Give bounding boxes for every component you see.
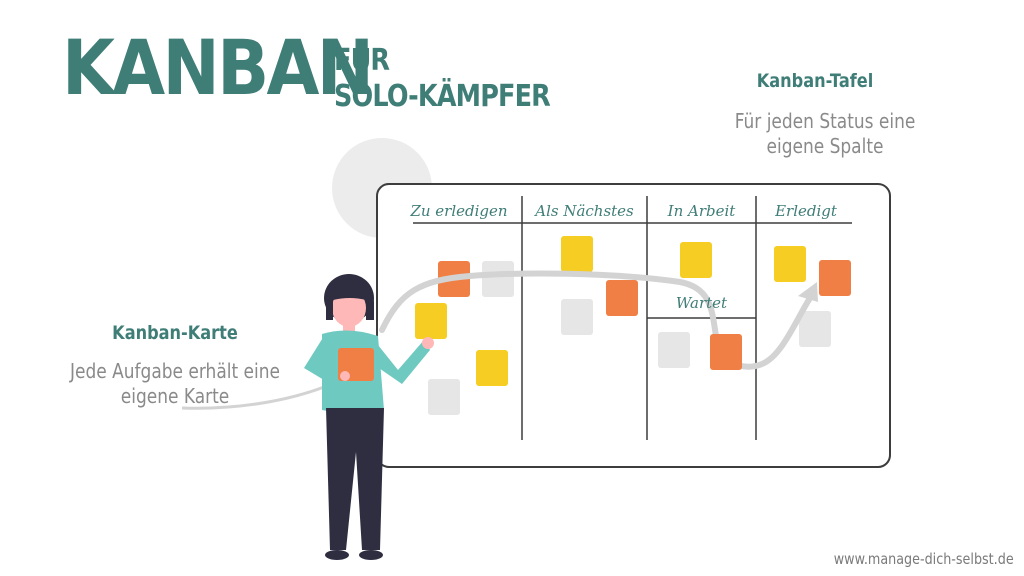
card-note-heading: Kanban-Karte (112, 322, 238, 344)
kanban-card (561, 236, 593, 272)
arrow-head-icon (798, 282, 818, 302)
kanban-card (606, 280, 638, 316)
column-label-todo: Zu erledigen (410, 202, 508, 220)
kanban-card (482, 261, 514, 297)
kanban-card (819, 260, 851, 296)
column-label-next: Als Nächstes (535, 202, 634, 220)
kanban-card (428, 379, 460, 415)
kanban-card (799, 311, 831, 347)
board-note-text-1: Für jeden Status eine (734, 109, 916, 133)
website-url: www.manage-dich-selbst.de (834, 550, 1014, 568)
card-note-text-2: eigene Karte (120, 384, 230, 408)
title-kanban: KANBAN (62, 23, 374, 112)
kanban-board (376, 183, 891, 468)
sub-label-waiting: Wartet (675, 294, 728, 312)
title-solo-kaempfer: SOLO-KÄMPFER (334, 79, 551, 114)
card-connector-line (181, 376, 346, 410)
column-label-done: Erledigt (775, 202, 837, 220)
title-fuer: FÜR (334, 43, 390, 78)
kanban-card-moving (710, 334, 742, 370)
kanban-card (680, 242, 712, 278)
kanban-card (476, 350, 508, 386)
kanban-card (561, 299, 593, 335)
card-note-text-1: Jede Aufgabe erhält eine (70, 359, 280, 383)
kanban-card (774, 246, 806, 282)
workflow-arrow (379, 270, 813, 370)
board-note-text-2: eigene Spalte (766, 134, 884, 158)
person-figure (304, 274, 434, 560)
board-note-heading: Kanban-Tafel (756, 70, 874, 92)
kanban-card (658, 332, 690, 368)
kanban-card (415, 303, 447, 339)
column-label-in-progress: In Arbeit (667, 202, 736, 220)
